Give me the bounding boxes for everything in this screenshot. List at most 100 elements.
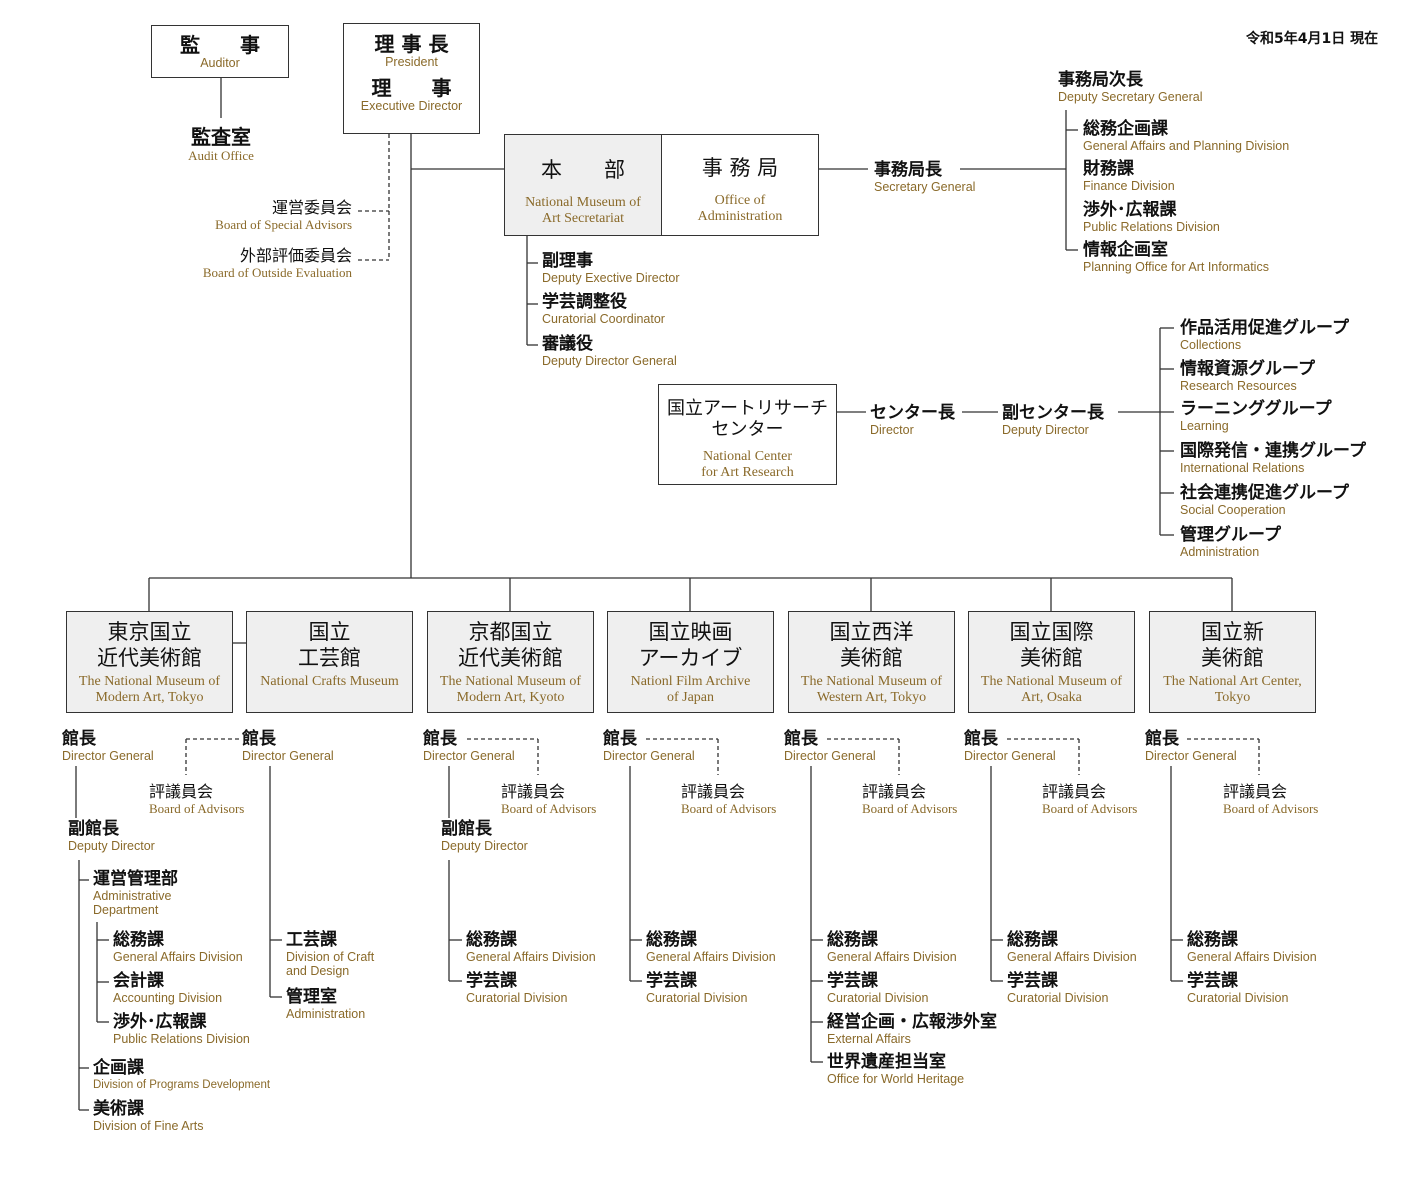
ncar-en-line2: for Art Research bbox=[701, 465, 794, 480]
division-en: Office for World Heritage bbox=[827, 1072, 965, 1086]
ncar-deputy-director: 副センター長 Deputy Director bbox=[1002, 404, 1104, 438]
division-jp: 工芸課 bbox=[286, 930, 337, 950]
division-en: Curatorial Division bbox=[1187, 991, 1289, 1005]
board-advisors-en: Board of Advisors bbox=[1042, 801, 1138, 816]
division-jp: 総務課 bbox=[1187, 930, 1238, 950]
director-general-nact: 館長 Director General bbox=[1145, 730, 1237, 764]
director-general-kyoto: 館長 Director General bbox=[423, 729, 515, 764]
museum-en1: The National Art Center, bbox=[1163, 674, 1302, 689]
group-jp: ラーニンググループ bbox=[1180, 399, 1332, 419]
ncar-box: 国立アートリサーチ センター National Center for Art R… bbox=[658, 384, 837, 485]
museum-en1: The National Museum of bbox=[800, 674, 943, 689]
nact-general-affairs: 総務課 General Affairs Division bbox=[1187, 930, 1317, 965]
division-jp: 美術課 bbox=[93, 1099, 144, 1119]
group-en: International Relations bbox=[1180, 461, 1305, 475]
jimukyoku-en: Office of Administration bbox=[697, 193, 783, 224]
board-advisors-western: 評議員会 Board of Advisors bbox=[862, 783, 958, 817]
group-jp: 情報資源グループ bbox=[1180, 359, 1315, 379]
group-en: Learning bbox=[1180, 419, 1229, 433]
admin-dept-en2: Department bbox=[93, 903, 159, 917]
division-en: General Affairs Division bbox=[646, 950, 776, 964]
museum-en2: Western Art, Tokyo bbox=[816, 690, 927, 705]
film-curatorial: 学芸課 Curatorial Division bbox=[646, 971, 748, 1006]
museum-en2: Modern Art, Tokyo bbox=[95, 690, 204, 705]
crafts-administration: 管理室 Administration bbox=[286, 988, 365, 1022]
audit-office-en: Audit Office bbox=[188, 148, 254, 163]
auditor-box: 監 事 Auditor bbox=[151, 25, 289, 78]
board-advisors-en: Board of Advisors bbox=[681, 801, 777, 816]
museum-jp2: アーカイブ bbox=[638, 646, 743, 670]
ncar-director-jp: センター長 bbox=[870, 403, 955, 423]
division-en: Public Relations Division bbox=[1083, 220, 1220, 234]
group-jp: 社会連携促進グループ bbox=[1180, 483, 1349, 503]
museum-jp2: 近代美術館 bbox=[458, 646, 563, 670]
osaka-curatorial: 学芸課 Curatorial Division bbox=[1007, 972, 1108, 1006]
museum-en2: Modern Art, Kyoto bbox=[456, 690, 565, 705]
secretary-general: 事務局長 Secretary General bbox=[874, 161, 975, 195]
ncar-group-0: 作品活用促進グループ Collections bbox=[1180, 319, 1349, 353]
board-advisors-en: Board of Advisors bbox=[862, 801, 958, 816]
museum-en1: National Crafts Museum bbox=[260, 674, 399, 689]
role-en: Curatorial Coordinator bbox=[542, 312, 665, 326]
museum-jp1: 東京国立 bbox=[107, 620, 192, 644]
role-en: Deputy Director General bbox=[542, 354, 677, 368]
division-en: Curatorial Division bbox=[646, 991, 748, 1005]
deputy-director-jp: 副館長 bbox=[441, 819, 492, 839]
division-jp: 世界遺産担当室 bbox=[827, 1052, 946, 1072]
ncar-director-en: Director bbox=[870, 423, 914, 437]
deputy-secretary-general-jp: 事務局次長 bbox=[1058, 70, 1143, 90]
division-en: General Affairs Division bbox=[827, 950, 957, 964]
museum-kyoto-modern: 京都国立 近代美術館 The National Museum of Modern… bbox=[427, 611, 594, 713]
division-jp: 会計課 bbox=[113, 971, 164, 991]
tokyo-fine-arts-division: 美術課 Division of Fine Arts bbox=[93, 1099, 203, 1134]
as-of-date: 令和5年4月1日 現在 bbox=[1246, 31, 1379, 47]
western-curatorial: 学芸課 Curatorial Division bbox=[827, 972, 929, 1006]
film-general-affairs: 総務課 General Affairs Division bbox=[646, 931, 776, 965]
museum-jp1: 国立西洋 bbox=[829, 620, 914, 644]
division-en: General Affairs Division bbox=[1007, 950, 1137, 964]
director-general-jp: 館長 bbox=[603, 729, 637, 749]
board-outside-evaluation: 外部評価委員会 Board of Outside Evaluation bbox=[150, 247, 352, 281]
director-general-en: Director General bbox=[784, 749, 876, 763]
director-general-en: Director General bbox=[1145, 749, 1237, 763]
kyoto-curatorial: 学芸課 Curatorial Division bbox=[466, 972, 567, 1006]
board-special-advisors-jp: 運営委員会 bbox=[271, 198, 352, 217]
admin-dept-en1: Administrative bbox=[93, 889, 172, 903]
museum-tokyo-modern: 東京国立 近代美術館 The National Museum of Modern… bbox=[66, 611, 233, 713]
museum-en1: Nationl Film Archive bbox=[630, 674, 751, 689]
division-en: Division of Programs Development bbox=[93, 1079, 271, 1091]
division-jp: 総務課 bbox=[113, 930, 164, 950]
ncar-director: センター長 Director bbox=[870, 403, 955, 438]
group-en: Research Resources bbox=[1180, 379, 1297, 393]
role-en: Deputy Exective Director bbox=[542, 271, 680, 285]
ncar-jp-line1: 国立アートリサーチ bbox=[667, 398, 828, 419]
honbu-role-2: 審議役 Deputy Director General bbox=[542, 335, 677, 369]
division-jp: 総務課 bbox=[1007, 930, 1058, 950]
jimukyoku-box: 事 務 局 Office of Administration bbox=[661, 134, 819, 236]
director-general-en: Director General bbox=[603, 749, 695, 763]
group-en: Social Cooperation bbox=[1180, 503, 1286, 517]
secretariat-division-0: 総務企画課 General Affairs and Planning Divis… bbox=[1083, 120, 1289, 154]
western-external-affairs: 経営企画・広報渉外室 External Affairs bbox=[827, 1013, 997, 1047]
secretariat-division-1: 財務課 Finance Division bbox=[1083, 160, 1175, 194]
ncar-group-2: ラーニンググループ Learning bbox=[1180, 399, 1332, 434]
board-advisors-jp: 評議員会 bbox=[681, 782, 746, 801]
honbu-role-0: 副理事 Deputy Exective Director bbox=[542, 252, 680, 286]
executive-director-en: Executive Director bbox=[360, 99, 463, 113]
director-general-jp: 館長 bbox=[423, 729, 457, 749]
museum-jp1: 国立映画 bbox=[648, 620, 733, 644]
honbu-jp: 本 部 bbox=[541, 158, 625, 182]
auditor-jp: 監 事 bbox=[180, 33, 260, 57]
director-general-jp: 館長 bbox=[964, 729, 998, 749]
division-en: Curatorial Division bbox=[827, 991, 929, 1005]
director-general-western: 館長 Director General bbox=[784, 730, 876, 764]
board-advisors-en: Board of Advisors bbox=[1223, 801, 1319, 816]
ncar-group-5: 管理グループ Administration bbox=[1180, 526, 1281, 560]
board-advisors-jp: 評議員会 bbox=[1223, 782, 1288, 801]
group-en: Administration bbox=[1180, 545, 1260, 559]
board-advisors-jp: 評議員会 bbox=[1042, 782, 1107, 801]
division-en2: and Design bbox=[286, 964, 350, 978]
division-jp: 学芸課 bbox=[646, 971, 697, 991]
executive-director-jp: 理 事 bbox=[371, 76, 452, 100]
